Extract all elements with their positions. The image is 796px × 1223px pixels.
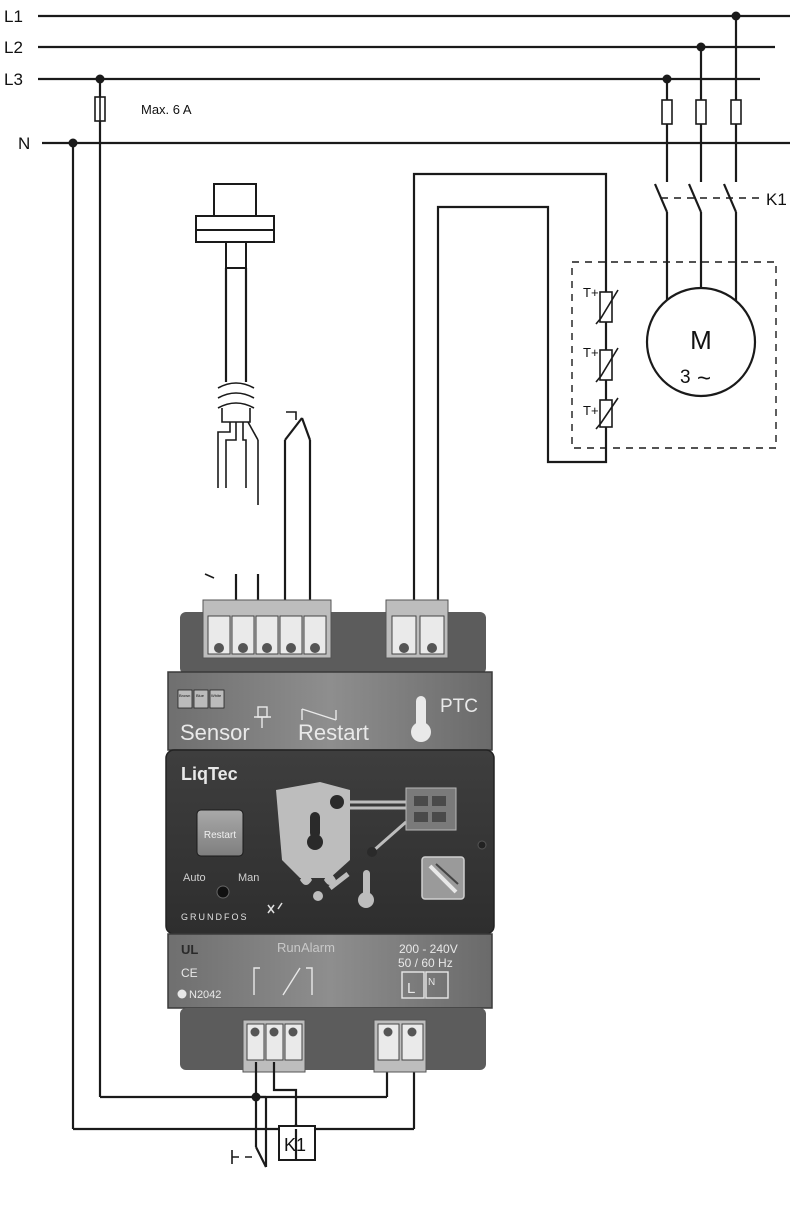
- restart-button-label: Restart: [204, 830, 236, 841]
- svg-text:Brown: Brown: [179, 693, 190, 698]
- alarm-label: Alarm: [301, 940, 335, 955]
- ptc-label: PTC: [440, 696, 478, 717]
- wire-color-legend: Brown Blue White: [177, 689, 225, 709]
- lower-label-band: [167, 933, 493, 1009]
- cert-c-icon: [177, 989, 187, 999]
- sensor-label: Sensor: [180, 720, 250, 745]
- svg-text:White: White: [211, 693, 222, 698]
- fuse-note: Max. 6 A: [141, 102, 192, 117]
- ptc-circuit: T+ T+ T+: [412, 172, 619, 610]
- k1-label-top: K1: [766, 190, 787, 209]
- product-name: LiqTec: [181, 764, 238, 784]
- motor-symbol: M: [690, 325, 712, 355]
- motor-fuse-2-icon: [695, 99, 707, 125]
- motor-circuit: K1 M 3 ~: [571, 11, 787, 449]
- supply-lines: L1 L2 L3 N: [4, 7, 790, 153]
- cert-number: N2042: [189, 989, 221, 1001]
- sensor-head-icon: [213, 183, 257, 217]
- frequency-rating: 50 / 60 Hz: [398, 956, 453, 970]
- man-label: Man: [238, 872, 259, 884]
- motor-fuse-1-icon: [661, 99, 673, 125]
- maker-logo: GRUNDFOS: [181, 912, 249, 922]
- label-l3: L3: [4, 70, 23, 89]
- run-label: Run: [277, 940, 301, 955]
- liqtec-controller: Brown Blue White Sensor Restart PTC LiqT…: [165, 599, 495, 1073]
- k1-contact-2: [687, 183, 703, 213]
- restart-button[interactable]: [196, 809, 244, 857]
- thermistor-2-label: T+: [583, 345, 599, 360]
- terminal-l-label: L: [407, 980, 415, 997]
- svg-text:Blue: Blue: [196, 693, 205, 698]
- motor-ac-symbol: ~: [697, 365, 711, 392]
- label-l1: L1: [4, 7, 23, 26]
- motor-phase: 3: [680, 367, 691, 388]
- label-l2: L2: [4, 38, 23, 57]
- upper-label-band: [167, 671, 493, 751]
- motor-icon: [645, 286, 757, 398]
- maker-logo-icon: [267, 902, 283, 914]
- bottom-terminal-block: [180, 1008, 486, 1070]
- k1-relay-circuit: K1: [231, 1062, 316, 1168]
- auto-man-selector[interactable]: [216, 885, 230, 899]
- display-window: [405, 787, 457, 831]
- ul-mark: UL: [181, 942, 198, 957]
- remote-restart-switch: [283, 411, 312, 610]
- restart-switch-icon: [301, 708, 337, 721]
- thermistor-1-label: T+: [583, 285, 599, 300]
- motor-fuse-3-icon: [730, 99, 742, 125]
- relay-contact-icon: [253, 967, 313, 996]
- sensor-probe: [195, 183, 275, 610]
- pump-pictogram-icon: [276, 782, 407, 908]
- restart-label: Restart: [298, 720, 369, 745]
- thermistor-3-label: T+: [583, 403, 599, 418]
- sensor-icon: [254, 706, 271, 728]
- thermometer-icon: [411, 696, 431, 742]
- control-feed: Max. 6 A: [68, 74, 416, 1134]
- ce-mark: CE: [181, 966, 198, 980]
- voltage-rating: 200 - 240V: [399, 942, 458, 956]
- terminal-n-label: N: [428, 977, 435, 988]
- auto-label: Auto: [183, 872, 206, 884]
- label-n: N: [18, 134, 30, 153]
